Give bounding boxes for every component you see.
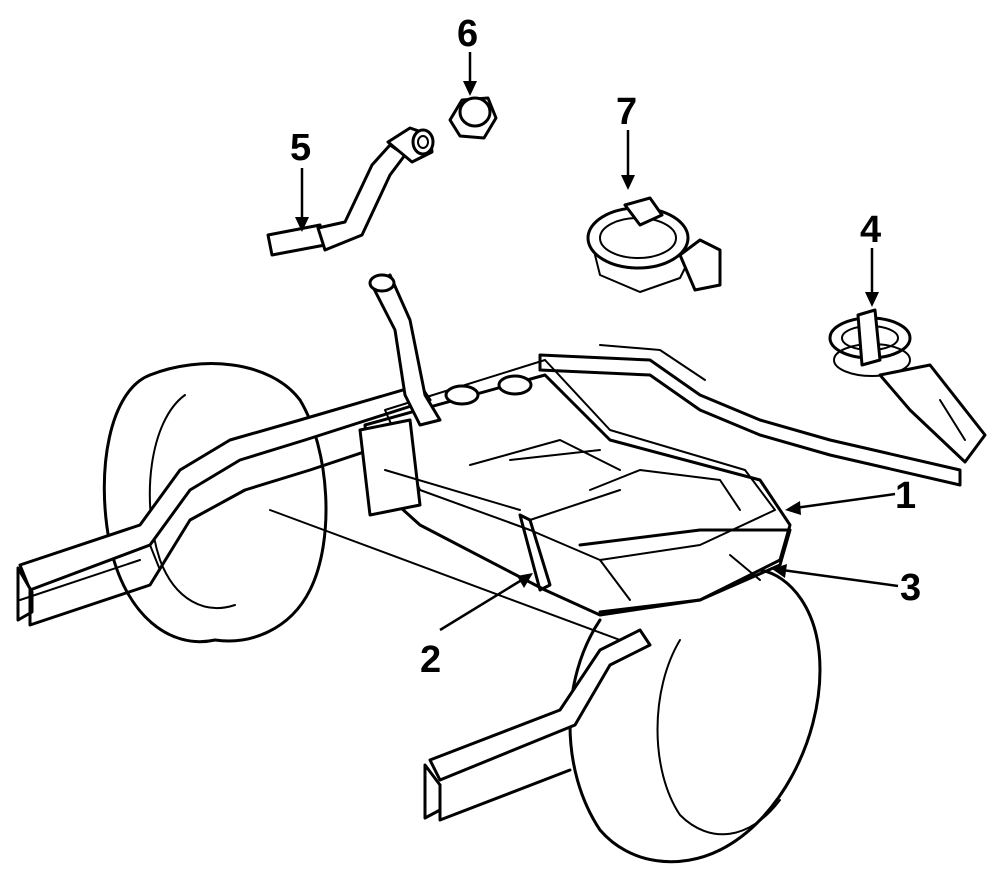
filler-hose [266,126,435,257]
callout-7: 7 [616,91,637,133]
fuel-tank [358,273,792,617]
callout-4: 4 [860,209,881,251]
fuel-pump-assembly [828,308,987,464]
tank-shield [578,528,792,614]
callout-1: 1 [895,475,916,517]
callout-2: 2 [420,639,441,681]
tank-strap [384,469,621,592]
rear-right-wheel [568,568,822,864]
frame-rail-right [538,344,962,487]
filler-cap [448,96,498,140]
callout-6: 6 [457,13,478,55]
cross-member [269,509,621,641]
frame-rail-lower [423,628,652,822]
callout-arrows [295,52,899,632]
frame-rail-left [16,383,432,627]
sender-unit-gasket [586,196,722,293]
rear-left-wheel [102,362,328,644]
callout-5: 5 [290,127,311,169]
callout-3: 3 [900,567,921,609]
